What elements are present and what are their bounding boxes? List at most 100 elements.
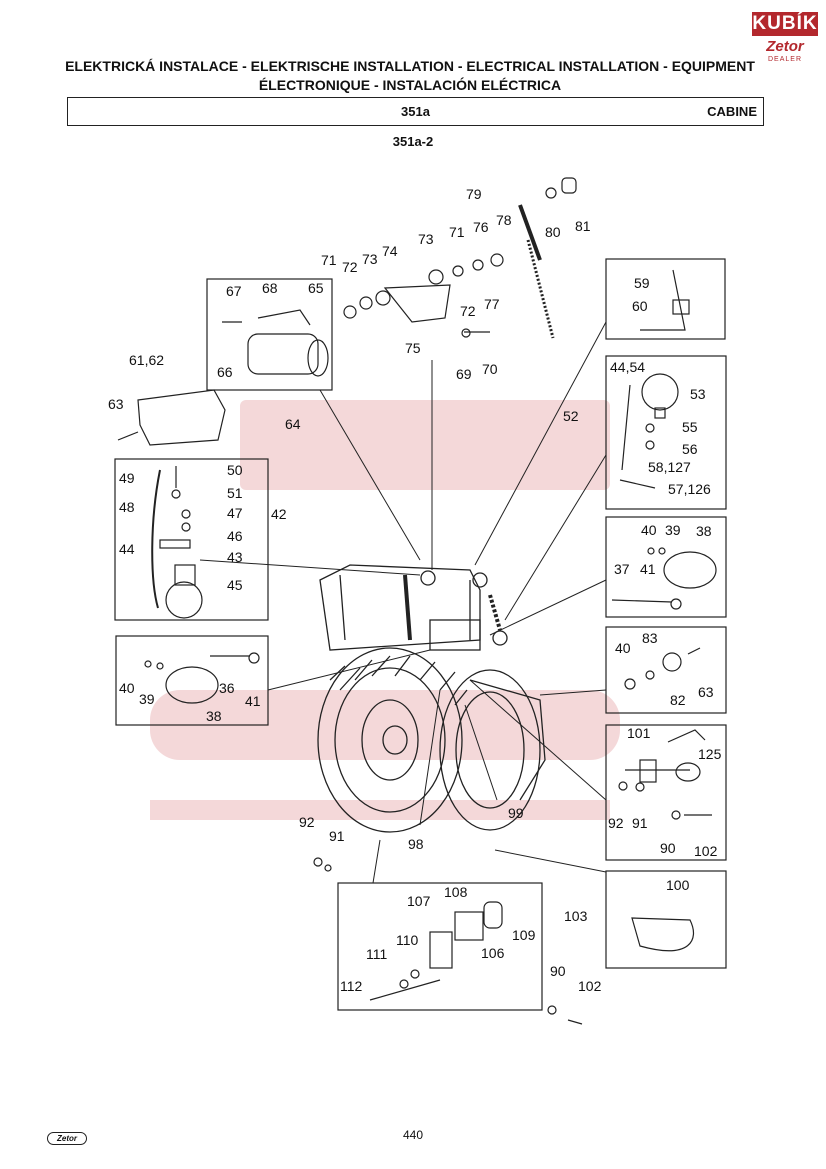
callout-39: 39	[139, 691, 155, 707]
wiper-motor-frame	[206, 278, 333, 391]
callout-71: 71	[321, 252, 337, 268]
strap-100-frame	[605, 870, 727, 969]
callout-40: 40	[615, 640, 631, 656]
callout-48: 48	[119, 499, 135, 515]
callout-111: 111	[366, 946, 387, 962]
callout-44: 44	[119, 541, 135, 557]
callout-74: 74	[382, 243, 398, 259]
leader-lines	[199, 321, 607, 884]
callout-55: 55	[682, 419, 698, 435]
callout-90: 90	[550, 963, 566, 979]
callout-49: 49	[119, 470, 135, 486]
subsection-code: 351a-2	[392, 134, 434, 149]
callout-41: 41	[245, 693, 261, 709]
sensor-101-frame	[605, 724, 727, 861]
callout-79: 79	[466, 186, 482, 202]
callout-69: 69	[456, 366, 472, 382]
work-lamp-frame	[605, 355, 727, 510]
callout-36: 36	[219, 680, 235, 696]
callout-108: 108	[444, 884, 468, 900]
callout-73: 73	[362, 251, 378, 267]
logo-sub-brand: Zetor	[766, 38, 804, 55]
callout-103: 103	[564, 908, 588, 924]
detail-59-60-frame	[605, 258, 726, 340]
callout-110: 110	[396, 932, 419, 948]
callout-63: 63	[698, 684, 714, 700]
logo-tagline: DEALER	[767, 56, 802, 63]
switch-103-frame	[337, 882, 543, 1011]
section-header-box: 351a CABINE	[67, 97, 764, 126]
callout-75: 75	[405, 340, 421, 356]
callout-44-54: 44,54	[610, 359, 645, 375]
callout-61-62: 61,62	[129, 352, 164, 368]
callout-39: 39	[665, 522, 681, 538]
callout-66: 66	[217, 364, 233, 380]
callout-68: 68	[262, 280, 278, 296]
rear-lamp-frame	[605, 516, 727, 618]
callout-40: 40	[641, 522, 657, 538]
callout-numbers: 79 80 81 78 76 71 73 74 73 72 71 77 72 7…	[108, 186, 722, 994]
beacon-frame	[114, 458, 269, 621]
callout-107: 107	[407, 893, 431, 909]
logo-brand: KUBÍK	[752, 12, 818, 36]
callout-57-126: 57,126	[668, 481, 711, 497]
callout-98: 98	[408, 836, 424, 852]
callout-71: 71	[449, 224, 465, 240]
callout-92: 92	[299, 814, 315, 830]
callout-72: 72	[460, 303, 476, 319]
callout-65: 65	[308, 280, 324, 296]
callout-70: 70	[482, 361, 498, 377]
section-code: 351a	[401, 104, 430, 119]
callout-77: 77	[484, 296, 500, 312]
callout-60: 60	[632, 298, 648, 314]
callout-80: 80	[545, 224, 561, 240]
callout-40: 40	[119, 680, 135, 696]
callout-43: 43	[227, 549, 243, 565]
callout-125: 125	[698, 746, 722, 762]
callout-109: 109	[512, 927, 536, 943]
callout-63: 63	[108, 396, 124, 412]
callout-92: 92	[608, 815, 624, 831]
callout-38: 38	[206, 708, 222, 724]
title-line-2: ÉLECTRONIQUE - INSTALACIÓN ELÉCTRICA	[258, 77, 562, 93]
watermark	[150, 400, 620, 820]
callout-100: 100	[666, 877, 690, 893]
title-line-1: ELEKTRICKÁ INSTALACE - ELEKTRISCHE INSTA…	[65, 58, 755, 74]
kubik-zetor-logo: KUBÍK Zetor DEALER	[752, 12, 818, 68]
callout-81: 81	[575, 218, 591, 234]
callout-91: 91	[329, 828, 345, 844]
callout-112: 112	[340, 978, 363, 994]
callout-41: 41	[640, 561, 656, 577]
section-name: CABINE	[707, 104, 757, 119]
callout-59: 59	[634, 275, 650, 291]
callout-82: 82	[670, 692, 686, 708]
callout-47: 47	[227, 505, 243, 521]
page-title: ELEKTRICKÁ INSTALACE - ELEKTRISCHE INSTA…	[60, 57, 760, 95]
footer-brand-logo: Zetor	[47, 1132, 87, 1145]
callout-46: 46	[227, 528, 243, 544]
callout-76: 76	[473, 219, 489, 235]
front-lamp-frame	[115, 635, 269, 726]
callout-83: 83	[642, 630, 658, 646]
callout-90: 90	[660, 840, 676, 856]
callout-101: 101	[627, 725, 651, 741]
callout-38: 38	[696, 523, 712, 539]
callout-73: 73	[418, 231, 434, 247]
callout-51: 51	[227, 485, 243, 501]
callout-72: 72	[342, 259, 358, 275]
callout-50: 50	[227, 462, 243, 478]
callout-91: 91	[632, 815, 648, 831]
callout-64: 64	[285, 416, 301, 432]
callout-102: 102	[578, 978, 602, 994]
page-number: 440	[402, 1128, 424, 1142]
callout-56: 56	[682, 441, 698, 457]
part-glyphs	[117, 177, 717, 1025]
callout-42: 42	[271, 506, 287, 522]
callout-53: 53	[690, 386, 706, 402]
callout-37: 37	[614, 561, 630, 577]
bracket-63-frame	[605, 626, 727, 714]
callout-58-127: 58,127	[648, 459, 691, 475]
callout-52: 52	[563, 408, 579, 424]
callout-106: 106	[481, 945, 505, 961]
